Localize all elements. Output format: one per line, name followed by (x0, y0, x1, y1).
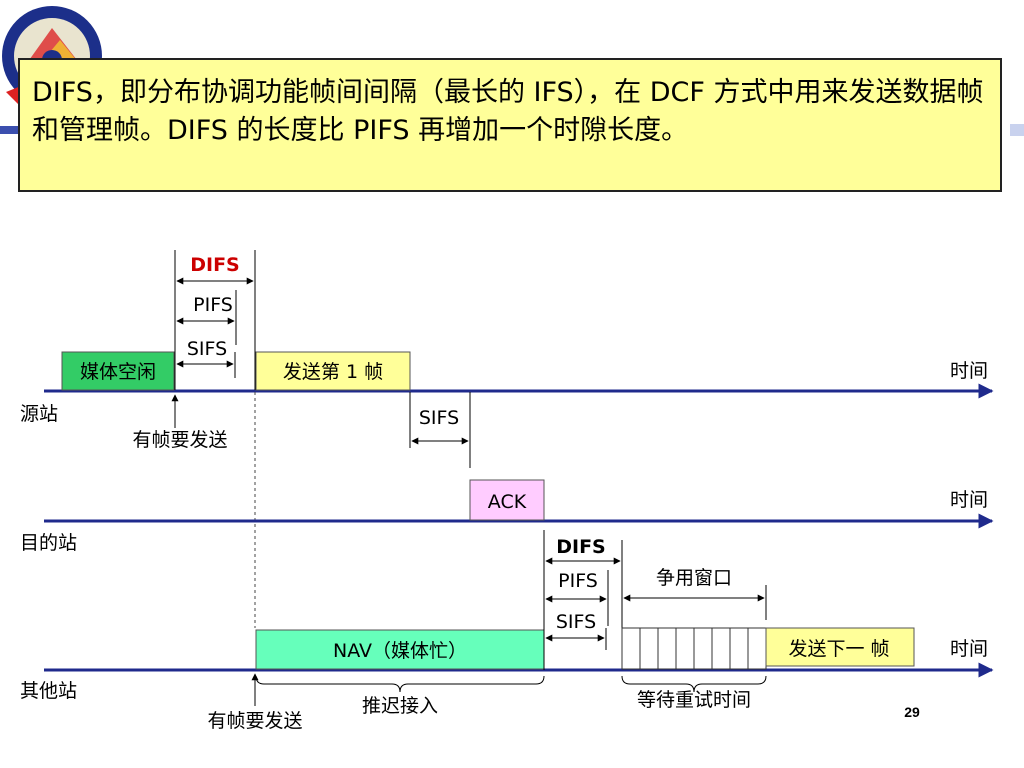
medium-idle-box (61, 351, 175, 391)
pifs-label: PIFS (558, 570, 598, 592)
nav-label: NAV（媒体忙） (333, 640, 467, 662)
contention-window-label: 争用窗口 (656, 567, 732, 589)
ack-label: ACK (488, 491, 527, 513)
destination-station-label: 目的站 (20, 532, 77, 554)
difs-definition-callout: DIFS，即分布协调功能帧间间隔（最长的 IFS），在 DCF 方式中用来发送数… (18, 58, 1002, 192)
pifs-label: PIFS (193, 294, 233, 316)
backoff-wait-label: 等待重试时间 (637, 689, 751, 711)
next-frame-box (765, 627, 915, 667)
sifs-label: SIFS (419, 407, 459, 429)
header-tab (1010, 124, 1024, 136)
time-label: 时间 (950, 360, 988, 382)
has-frame-label: 有帧要发送 (132, 429, 227, 451)
source-station-label: 源站 (20, 403, 58, 425)
page-number: 29 (904, 704, 920, 720)
ack-box (469, 479, 545, 521)
sifs-label: SIFS (556, 611, 596, 633)
sifs-label: SIFS (187, 338, 227, 360)
other-stations-label: 其他站 (20, 680, 77, 702)
header-rule (0, 126, 18, 134)
medium-idle-label: 媒体空闲 (80, 361, 156, 383)
time-label: 时间 (950, 489, 988, 511)
next-frame-label: 发送下一 帧 (788, 638, 889, 660)
first-frame-box (255, 351, 411, 391)
backoff-slots (621, 627, 767, 670)
backoff-wait-brace (621, 675, 767, 693)
difs-label: DIFS (556, 536, 606, 558)
deferred-access-brace (255, 675, 545, 693)
time-label: 时间 (950, 638, 988, 660)
deferred-access-label: 推迟接入 (362, 695, 438, 717)
first-frame-label: 发送第 1 帧 (283, 361, 383, 383)
difs-label: DIFS (190, 254, 240, 276)
has-frame-label: 有帧要发送 (207, 710, 302, 732)
